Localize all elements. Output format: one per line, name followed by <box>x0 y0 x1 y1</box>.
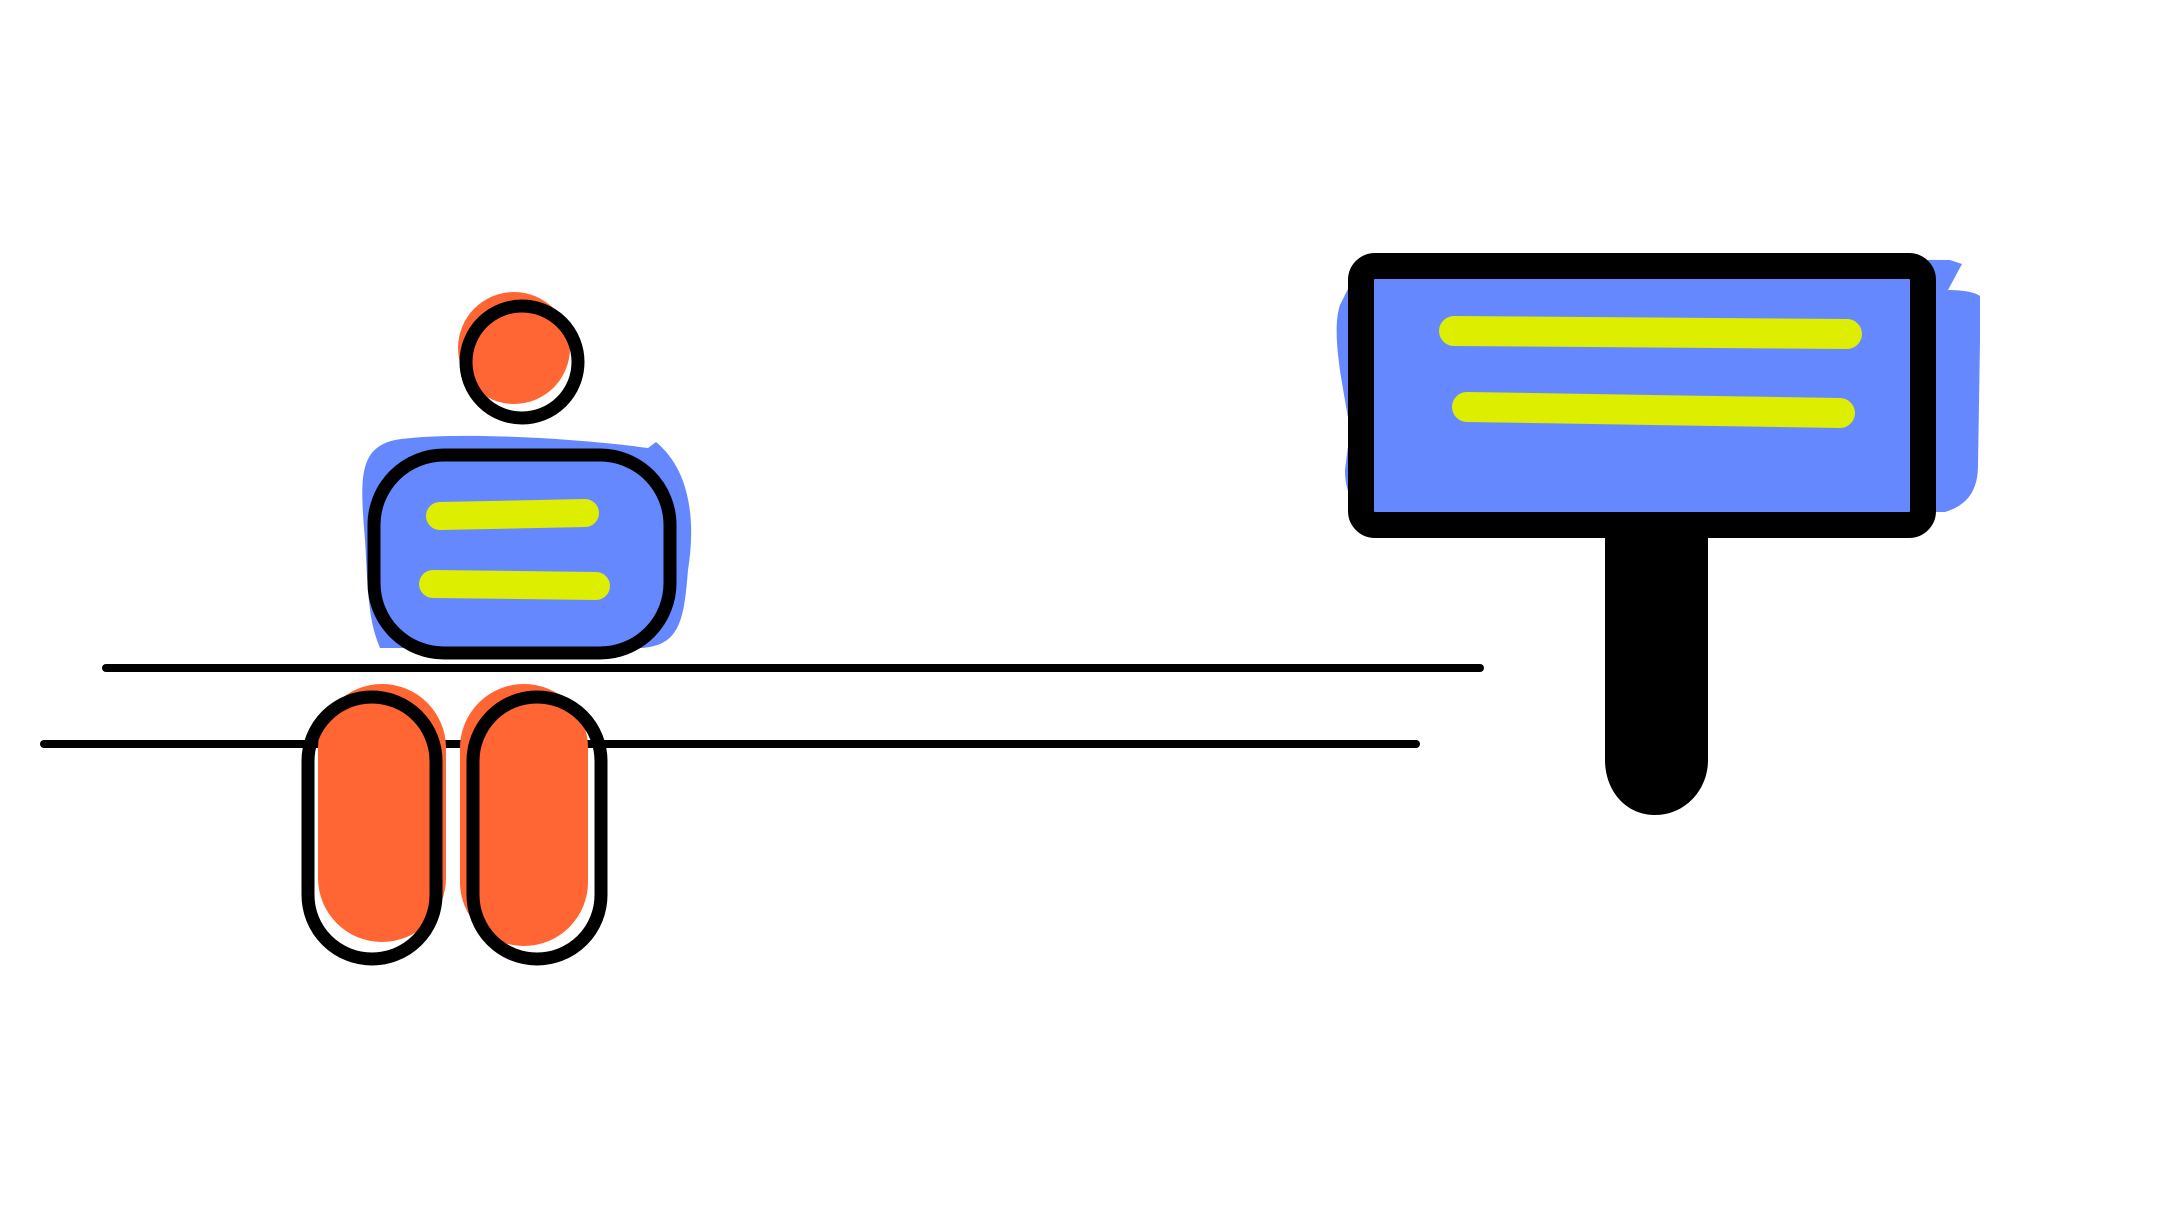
person-left-leg-outline <box>301 690 443 966</box>
bench <box>40 664 1484 748</box>
person-left-leg-fill <box>318 684 446 942</box>
sign-pole <box>1605 535 1708 815</box>
person-body-stripe-1 <box>426 499 599 530</box>
person-body-outline <box>367 448 677 660</box>
sign-board-outline <box>1348 253 1936 538</box>
seated-person-icon <box>301 292 692 966</box>
signboard-icon <box>1336 253 1980 815</box>
sign-stripe-1 <box>1439 316 1862 349</box>
person-right-leg-fill <box>460 684 588 946</box>
person-body-stripe-2 <box>419 570 610 600</box>
sign-board-fill <box>1336 256 1980 512</box>
person-right-leg-outline <box>466 690 608 966</box>
person-head-outline <box>459 299 585 425</box>
sign-stripe-2 <box>1452 392 1855 428</box>
